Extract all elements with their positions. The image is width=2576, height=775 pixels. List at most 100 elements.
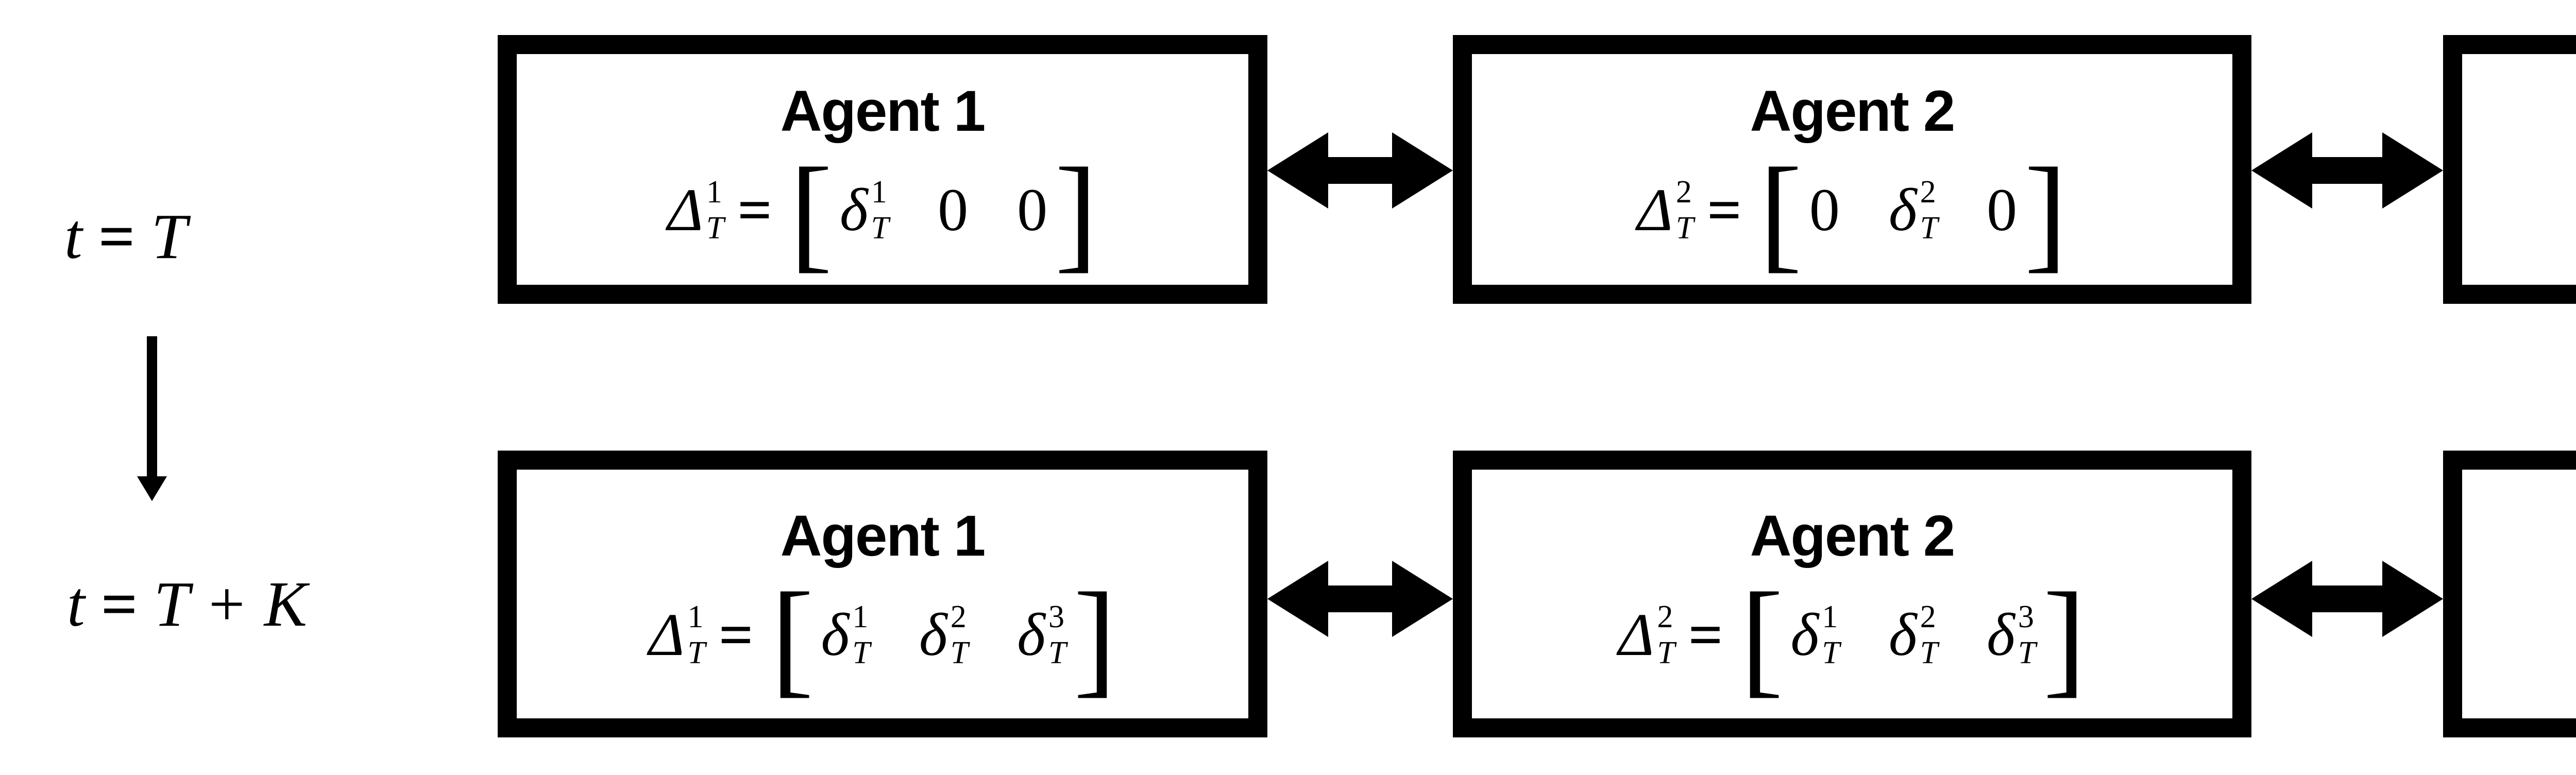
time-label-initial: t = T: [64, 205, 187, 269]
open-bracket: [: [771, 566, 814, 709]
equals-sign: =: [737, 176, 772, 244]
agent-box-title: Agent 1: [780, 79, 986, 143]
agent-box-row1-col3: Agent 3Δ3T=[00δ3T]: [2443, 35, 2576, 304]
down-arrow-shaft: [147, 336, 157, 476]
time-label-final-t: t: [67, 569, 85, 640]
bidirectional-arrow-icon: [2251, 132, 2443, 209]
superscript: 1: [1822, 599, 1838, 634]
delta-symbol: Δ: [667, 176, 703, 244]
close-bracket: ]: [1073, 566, 1116, 709]
delta-symbol: Δ: [1618, 600, 1654, 668]
equals-sign: =: [718, 600, 754, 668]
subscript: T: [687, 635, 705, 670]
arrow-left-head: [2251, 561, 2312, 637]
superscript: 1: [687, 599, 704, 634]
open-bracket: [: [1740, 566, 1784, 709]
subscript: T: [1675, 211, 1694, 246]
subscript: T: [1822, 635, 1840, 670]
delta-symbol: Δ: [649, 600, 685, 668]
close-bracket: ]: [2024, 142, 2067, 284]
agent-box-title: Agent 2: [1750, 503, 1956, 568]
delta-symbol: δ: [1888, 600, 1917, 668]
subscript: T: [2018, 635, 2036, 670]
delta-symbol: δ: [1790, 600, 1819, 668]
equals-sign: =: [1688, 600, 1723, 668]
superscript: 2: [950, 599, 967, 634]
subscript: T: [1920, 211, 1938, 246]
superscript: 3: [1048, 599, 1065, 634]
subscript: T: [1920, 635, 1938, 670]
delta-symbol: δ: [821, 600, 850, 668]
arrow-left-head: [1267, 132, 1328, 209]
time-label-final-rhs: T + K: [154, 569, 307, 640]
arrow-right-head: [2382, 132, 2443, 209]
vector-entry-zero: 0: [938, 176, 969, 244]
open-bracket: [: [1759, 142, 1802, 284]
subscript: T: [871, 211, 889, 246]
equals-sign: =: [98, 201, 135, 272]
close-bracket: ]: [1055, 142, 1098, 284]
delta-symbol: δ: [1017, 600, 1046, 668]
superscript: 3: [2018, 599, 2035, 634]
delta-symbol: δ: [1888, 176, 1917, 244]
subscript: T: [950, 635, 969, 670]
down-arrow-head: [137, 476, 167, 501]
delta-symbol: δ: [1987, 600, 2015, 668]
arrow-right-head: [1392, 132, 1453, 209]
delta-symbol: δ: [839, 176, 868, 244]
vector-entry-zero: 0: [1987, 176, 2018, 244]
superscript: 2: [1657, 599, 1673, 634]
bidirectional-arrow-icon: [2251, 561, 2443, 637]
bidirectional-arrow-icon: [1267, 561, 1453, 637]
arrow-shaft: [1328, 157, 1392, 184]
subscript: T: [1657, 635, 1675, 670]
superscript: 1: [852, 599, 869, 634]
open-bracket: [: [789, 142, 833, 284]
subscript: T: [852, 635, 870, 670]
subscript: T: [706, 211, 724, 246]
equals-sign: =: [100, 569, 138, 640]
subscript: T: [1048, 635, 1066, 670]
arrow-right-head: [1392, 561, 1453, 637]
arrow-left-head: [1267, 561, 1328, 637]
delta-symbol: δ: [919, 600, 947, 668]
arrow-shaft: [2312, 585, 2382, 612]
arrow-shaft: [1328, 585, 1392, 612]
